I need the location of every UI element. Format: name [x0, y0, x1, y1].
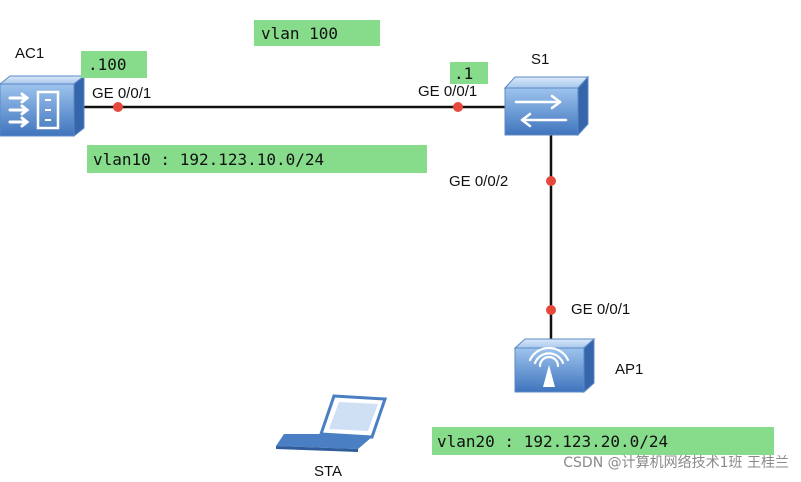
device-s1[interactable]: S1: [503, 51, 590, 137]
port-dot-s1-ge002: [546, 176, 556, 186]
vlan100-tag: vlan 100: [254, 20, 380, 46]
wireless-access-point-icon: [513, 337, 596, 394]
csdn-watermark: CSDN @计算机网络技术1班 王桂兰: [563, 455, 789, 471]
port-label-s1-ge002: GE 0/0/2: [449, 173, 508, 190]
vlan10-subnet-tag: vlan10 : 192.123.10.0/24: [87, 145, 427, 173]
vlan20-subnet-tag-text: vlan20 : 192.123.20.0/24: [437, 432, 668, 451]
s1-address-tag: .1: [450, 62, 488, 84]
s1-address-tag-text: .1: [454, 64, 473, 83]
port-dot-s1-ge001: [453, 102, 463, 112]
vlan20-subnet-tag: vlan20 : 192.123.20.0/24: [432, 427, 774, 455]
port-label-ac1-ge001: GE 0/0/1: [92, 85, 151, 102]
port-dot-ac1-ge001: [113, 102, 123, 112]
device-sta[interactable]: STA: [276, 394, 388, 480]
device-label-ac1: AC1: [15, 45, 44, 62]
device-label-s1: S1: [531, 51, 549, 68]
switch-icon: [503, 75, 590, 137]
device-ap1[interactable]: AP1: [513, 337, 643, 394]
port-label-ap1-ge001: GE 0/0/1: [571, 301, 630, 318]
device-label-ap1: AP1: [615, 361, 643, 378]
ac1-address-tag: .100: [81, 51, 147, 78]
vlan10-subnet-tag-text: vlan10 : 192.123.10.0/24: [93, 150, 324, 169]
device-ac1[interactable]: AC1: [0, 45, 86, 138]
port-dot-ap1-ge001: [546, 305, 556, 315]
device-label-sta: STA: [314, 463, 342, 480]
access-controller-icon: [0, 74, 86, 138]
laptop-icon: [276, 394, 388, 452]
vlan100-tag-text: vlan 100: [261, 24, 338, 43]
ac1-address-tag-text: .100: [88, 55, 127, 74]
port-label-s1-ge001: GE 0/0/1: [418, 83, 477, 100]
